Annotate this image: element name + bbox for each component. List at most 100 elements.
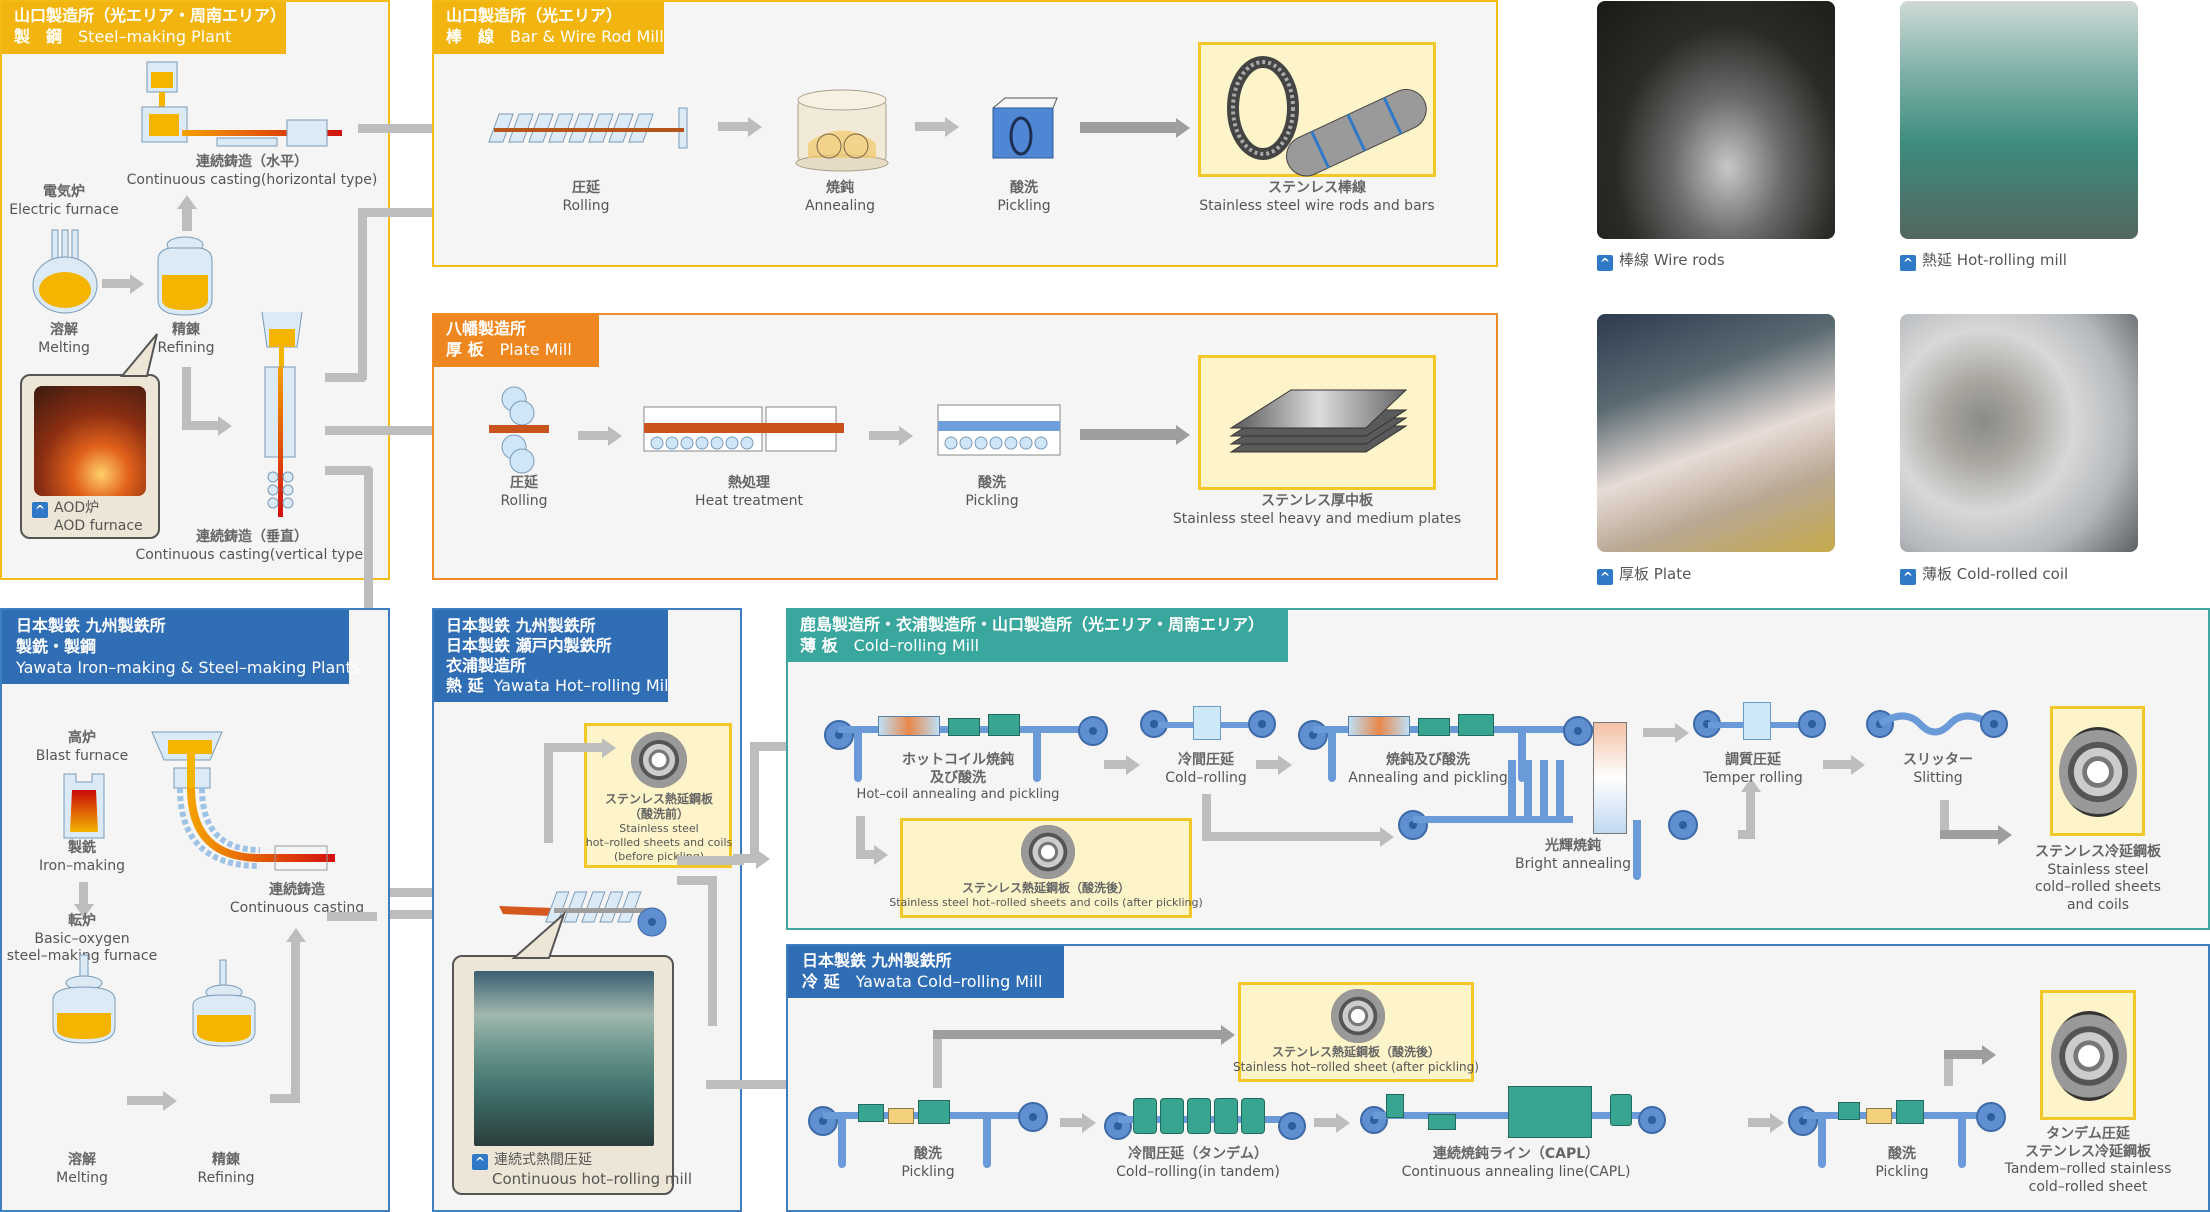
capl-label: 連続焼鈍ライン（CAPL）Continuous annealing line(C… <box>1401 1146 1631 1180</box>
horizontal-caster-icon <box>141 61 342 147</box>
vertical-caster-icon <box>261 311 303 517</box>
caption-plate: ^厚板 Plate <box>1597 563 1691 585</box>
arrow-temper-to-slitting <box>1823 760 1853 769</box>
hot-rolled-after-pickling-label: ステンレス熱延鋼板（酸洗後）Stainless steel hot–rolled… <box>889 881 1203 909</box>
tandem-stand <box>1187 1098 1211 1134</box>
tension-reel <box>1563 716 1593 746</box>
bubble-tail <box>119 333 158 377</box>
steelmaking-title: 山口製造所（光エリア・周南エリア） <box>14 6 287 25</box>
arrow-hot-to-cold-mill <box>733 854 758 863</box>
photo-hot-rolling-mill[interactable] <box>1900 1 2138 239</box>
looper <box>1958 1112 1966 1168</box>
connector-to-hotrolling-h0 <box>325 466 371 475</box>
photo-cold-rolled-coil[interactable] <box>1900 314 2138 552</box>
payoff-reel <box>1298 720 1328 750</box>
tandem-stand <box>1241 1098 1265 1134</box>
arrow-pickling2-to-product <box>1944 1050 1984 1059</box>
bof-melting-icon <box>52 954 116 1044</box>
plate-sub-en: Plate Mill <box>499 339 572 359</box>
connector-vertical-to-rolling-h1 <box>325 373 365 382</box>
caret-icon: ^ <box>1597 255 1613 271</box>
hot-strip-mill-icon <box>499 891 667 937</box>
aod-caption: ^AOD炉 AOD furnace <box>32 500 143 535</box>
capl-section <box>1610 1094 1632 1126</box>
arrow-slitting-down <box>1940 800 1949 838</box>
photo-plate[interactable] <box>1597 314 1835 552</box>
arrow-up-to-horizontal <box>182 207 192 231</box>
coil-icon <box>2059 727 2137 817</box>
electric-furnace-label: 電気炉 Electric furnace <box>9 184 119 218</box>
plate-product-box <box>1198 355 1436 490</box>
arrow-into-yawata-cold <box>706 1080 806 1089</box>
arrow-pickling2-up <box>1944 1050 1953 1086</box>
looper <box>838 1112 846 1168</box>
arrow-melting-to-refining-2 <box>127 1096 165 1105</box>
wire-rods-product-box <box>1198 42 1436 177</box>
pickling-section <box>1838 1102 1860 1120</box>
bar-wire-title: 山口製造所（光エリア） <box>446 6 623 25</box>
pickling-tank-icon <box>992 97 1058 159</box>
bar-wire-sub-jp: 棒 線 <box>446 26 495 46</box>
pickling-section <box>988 714 1020 736</box>
arrow-pickling-to-product <box>1080 122 1178 133</box>
hot-rolling-mill-caption: ^連続式熱間圧延 Continuous hot–rolling mill <box>472 1151 692 1190</box>
melting-label: 溶解 Melting <box>38 322 90 356</box>
slitting-strip <box>1878 712 1992 736</box>
arrow-pickling-up <box>933 1030 942 1088</box>
caret-icon: ^ <box>1900 255 1916 271</box>
arrow-heat-to-pickling <box>869 431 901 440</box>
yawata-cold-title: 日本製鉄 九州製鉄所 <box>802 951 952 970</box>
yawata-ironmaking-title: 日本製鉄 九州製鉄所 <box>16 616 166 635</box>
looper <box>1328 726 1336 782</box>
coil-icon <box>2051 1011 2127 1101</box>
connector-hot-out-1 <box>677 856 744 865</box>
plate-rolling-icon <box>489 386 549 474</box>
plate-stack-icon <box>1229 389 1408 453</box>
cold-mill-stand <box>1193 706 1221 740</box>
bof-refining-icon <box>192 959 256 1047</box>
capl-furnace <box>1508 1086 1592 1138</box>
yawata-hot-rolled-after-pickling-box: ステンレス熱延鋼板（酸洗後）Stainless hot–rolled sheet… <box>1233 982 1479 1082</box>
arrow-rolling-to-annealing <box>718 122 750 131</box>
strip-line <box>1413 816 1573 823</box>
arrow-anneal-to-temper <box>1643 728 1677 737</box>
arrow-to-hotrolling-2 <box>325 910 475 919</box>
payoff-reel <box>824 720 854 750</box>
connector-casting-out <box>327 912 377 921</box>
capl-section <box>1386 1094 1404 1118</box>
tandem-stand <box>1160 1098 1184 1134</box>
coil-icon <box>1331 989 1385 1043</box>
tension-reel <box>1638 1106 1666 1134</box>
hot-rolled-after-pickling-box: ステンレス熱延鋼板（酸洗後）Stainless steel hot–rolled… <box>889 818 1203 918</box>
arrow-plate-rolling-to-heat <box>578 431 610 440</box>
arrow-hotcoil-down <box>856 816 865 858</box>
tandem-rolled-product-box <box>2040 990 2136 1120</box>
arrow-melting-to-refining <box>102 279 132 288</box>
caption-cold-rolled-coil: ^薄板 Cold-rolled coil <box>1900 563 2068 585</box>
yawata-ironmaking-header: 日本製鉄 九州製鉄所 製銑・製鋼 Yawata Iron–making & St… <box>2 610 360 685</box>
connector-vertical-to-rolling-v <box>358 208 367 380</box>
looper <box>983 1112 991 1168</box>
hot-rolling-title-1: 日本製鉄 九州製鉄所 <box>446 616 596 635</box>
looper <box>1556 760 1564 820</box>
curved-caster-icon <box>151 731 335 871</box>
photo-wire-rods[interactable] <box>1597 1 1835 239</box>
cold-rolled-product-box <box>2050 706 2145 836</box>
